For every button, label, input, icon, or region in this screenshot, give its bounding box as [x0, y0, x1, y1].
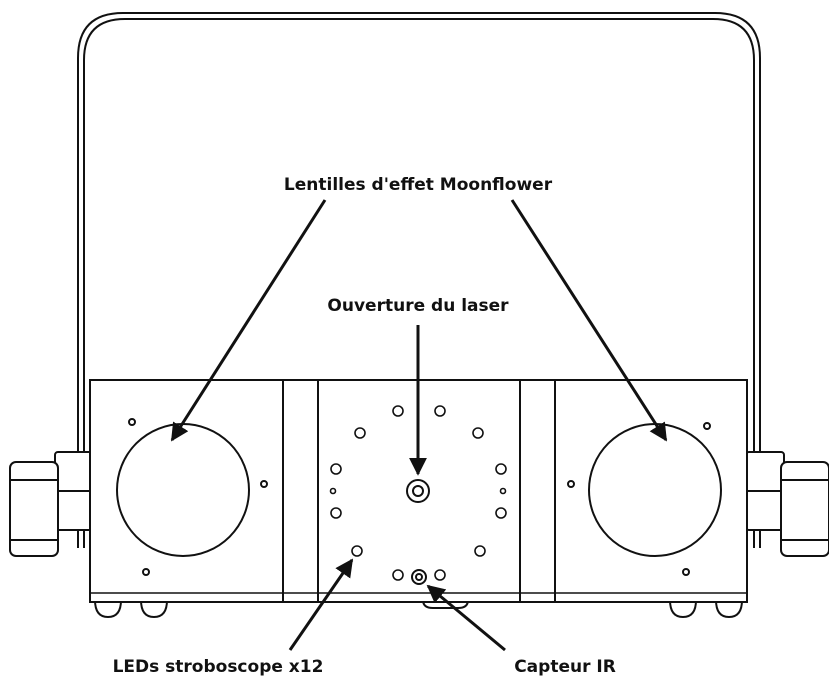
arrow-ir-sensor — [426, 584, 506, 652]
label-ir-sensor: Capteur IR — [514, 657, 616, 677]
label-laser-aperture: Ouverture du laser — [327, 296, 509, 316]
strobe-led-ring — [329, 405, 507, 581]
callout-labels: Lentilles d'effet Moonflower Ouverture d… — [113, 175, 616, 677]
label-strobe-leds: LEDs stroboscope x12 — [113, 657, 324, 677]
right-bracket-knob — [745, 451, 829, 557]
fixture-feet — [94, 599, 743, 619]
left-bracket-knob — [9, 451, 94, 557]
callout-arrows — [170, 199, 668, 652]
arrow-strobe-leds — [288, 558, 354, 651]
label-moonflower-lenses: Lentilles d'effet Moonflower — [284, 175, 553, 195]
laser-aperture — [406, 479, 430, 503]
arrow-left-lens — [170, 199, 327, 442]
ir-sensor — [411, 569, 427, 585]
arrow-right-lens — [510, 199, 668, 442]
